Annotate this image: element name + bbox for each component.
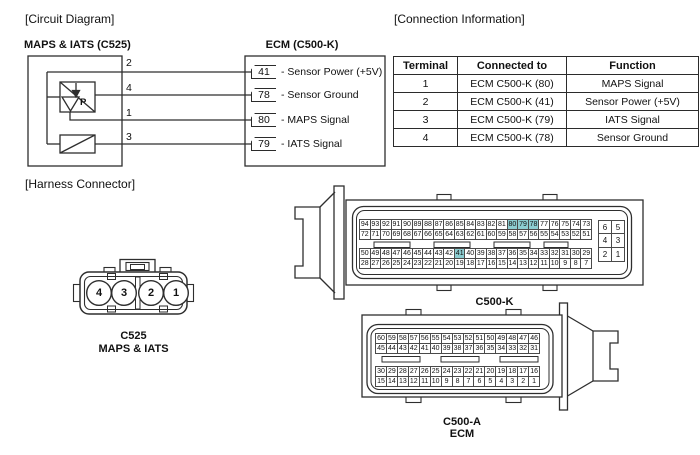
- pin-5: 5: [611, 219, 625, 235]
- pin-flag: 79: [251, 137, 276, 151]
- table-header-terminal: Terminal: [393, 56, 458, 75]
- c525-cavity-number: 2: [147, 287, 155, 299]
- pin-2: 2: [598, 247, 612, 262]
- pin-function-label: - MAPS Signal: [281, 114, 350, 126]
- pin-4: 4: [598, 233, 612, 249]
- table-header-connected-to: Connected to: [457, 56, 567, 75]
- pin-31: 31: [528, 342, 541, 354]
- c500a-subtitle-label: ECM: [449, 428, 475, 440]
- pin-1: 1: [528, 376, 541, 387]
- c525-cavity-number: 3: [120, 287, 128, 299]
- terminal-number: 1: [126, 107, 132, 119]
- terminal-number: 2: [126, 57, 132, 69]
- pin-51: 51: [580, 229, 593, 240]
- pin-flag: 41: [251, 65, 276, 79]
- table-cell: IATS Signal: [566, 110, 699, 129]
- pin-7: 7: [580, 257, 593, 269]
- table-cell: Sensor Power (+5V): [566, 92, 699, 111]
- c500k-name-label: C500-K: [475, 296, 514, 308]
- terminal-number: 4: [126, 82, 132, 94]
- terminal-number: 3: [126, 131, 132, 143]
- harness-connector-section-label: [Harness Connector]: [25, 177, 136, 191]
- table-cell: 4: [393, 128, 458, 147]
- ecm-pin-row: 80 - MAPS Signal: [251, 113, 349, 127]
- c500a-name-label: C500-A: [443, 416, 481, 428]
- c525-name-label: C525: [120, 330, 147, 342]
- ecm-pin-row: 79 - IATS Signal: [251, 137, 342, 151]
- table-cell: ECM C500-K (80): [457, 74, 567, 93]
- c525-cavity-number: 1: [172, 287, 180, 299]
- pin-function-label: - Sensor Ground: [281, 89, 359, 101]
- pin-function-label: - Sensor Power (+5V): [281, 66, 383, 78]
- table-cell: 3: [393, 110, 458, 129]
- pin-1: 1: [611, 247, 625, 262]
- ecm-pin-row: 78 - Sensor Ground: [251, 88, 359, 102]
- table-cell: Sensor Ground: [566, 128, 699, 147]
- table-header-row: Terminal Connected to Function: [393, 56, 699, 75]
- table-header-function: Function: [566, 56, 699, 75]
- c525-cavity-number: 4: [95, 287, 103, 299]
- table-cell: ECM C500-K (79): [457, 110, 567, 129]
- pressure-symbol-letter: P: [80, 97, 87, 108]
- table-cell: 2: [393, 92, 458, 111]
- c500k-drawing: [294, 185, 644, 300]
- table-cell: ECM C500-K (78): [457, 128, 567, 147]
- circuit-diagram-section-label: [Circuit Diagram]: [25, 12, 115, 26]
- pin-function-label: - IATS Signal: [281, 138, 343, 150]
- maps-iats-title: MAPS & IATS (C525): [24, 39, 131, 51]
- pin-3: 3: [611, 233, 625, 249]
- connection-information-section-label: [Connection Information]: [394, 12, 525, 26]
- table-cell: ECM C500-K (41): [457, 92, 567, 111]
- pin-6: 6: [598, 219, 612, 235]
- ecm-title: ECM (C500-K): [265, 39, 339, 51]
- pin-flag: 80: [251, 113, 276, 127]
- c525-subtitle-label: MAPS & IATS: [98, 343, 169, 355]
- ecm-pin-row: 41 - Sensor Power (+5V): [251, 65, 382, 79]
- table-cell: 1: [393, 74, 458, 93]
- c500a-drawing: [361, 302, 619, 411]
- table-cell: MAPS Signal: [566, 74, 699, 93]
- pin-flag: 78: [251, 88, 276, 102]
